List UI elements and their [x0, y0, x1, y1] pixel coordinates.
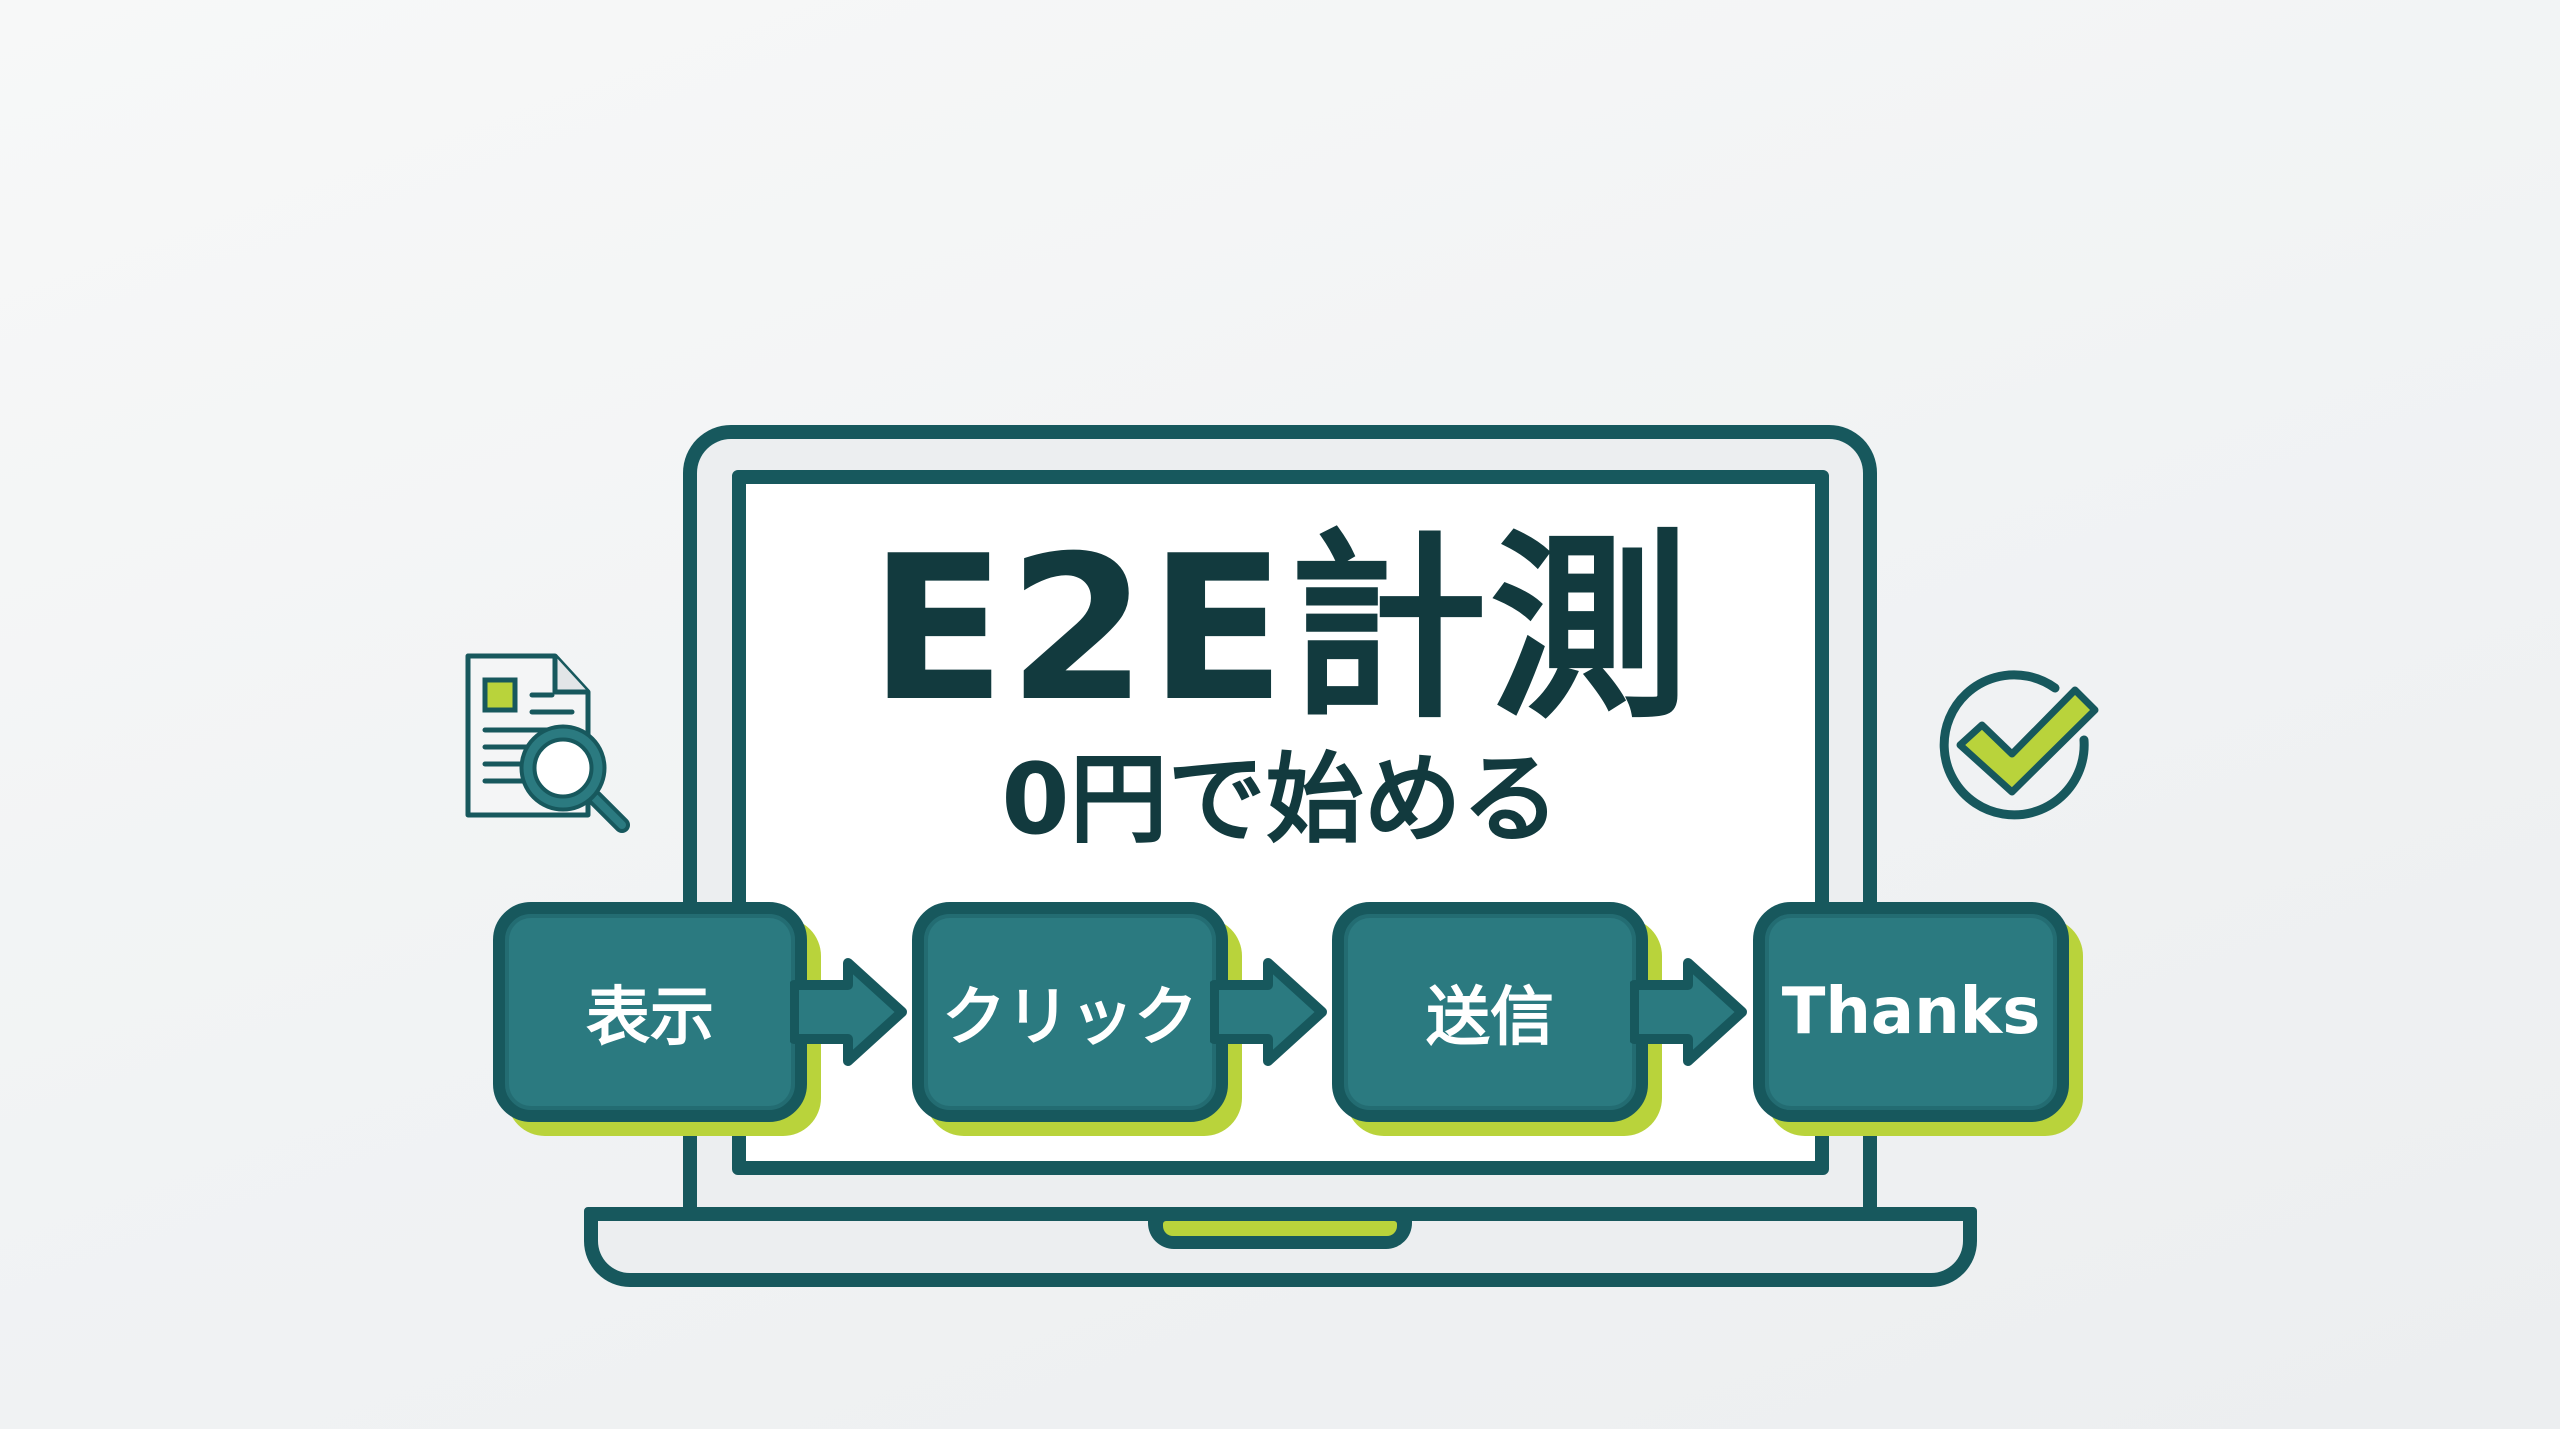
check-circle-icon	[1939, 670, 2099, 820]
laptop-notch-accent	[1163, 1221, 1397, 1236]
flow-step-label: 表示	[586, 981, 714, 1055]
arrow-right-icon	[1210, 958, 1327, 1066]
flow-step-label: クリック	[942, 981, 1198, 1055]
flow-step-label: Thanks	[1781, 975, 2041, 1049]
flow-step-thanks: Thanks	[1753, 902, 2069, 1122]
arrow-right-icon	[790, 958, 907, 1066]
headline-subtitle: 0円で始める	[1001, 743, 1560, 857]
flow-step-click: クリック	[912, 902, 1228, 1122]
flow-step-view: 表示	[493, 902, 807, 1122]
arrow-right-icon	[1630, 958, 1747, 1066]
flow-step-label: 送信	[1426, 981, 1554, 1055]
headline-title: E2E計測	[869, 513, 1692, 746]
document-search-icon	[465, 653, 630, 833]
flow-step-submit: 送信	[1332, 902, 1648, 1122]
